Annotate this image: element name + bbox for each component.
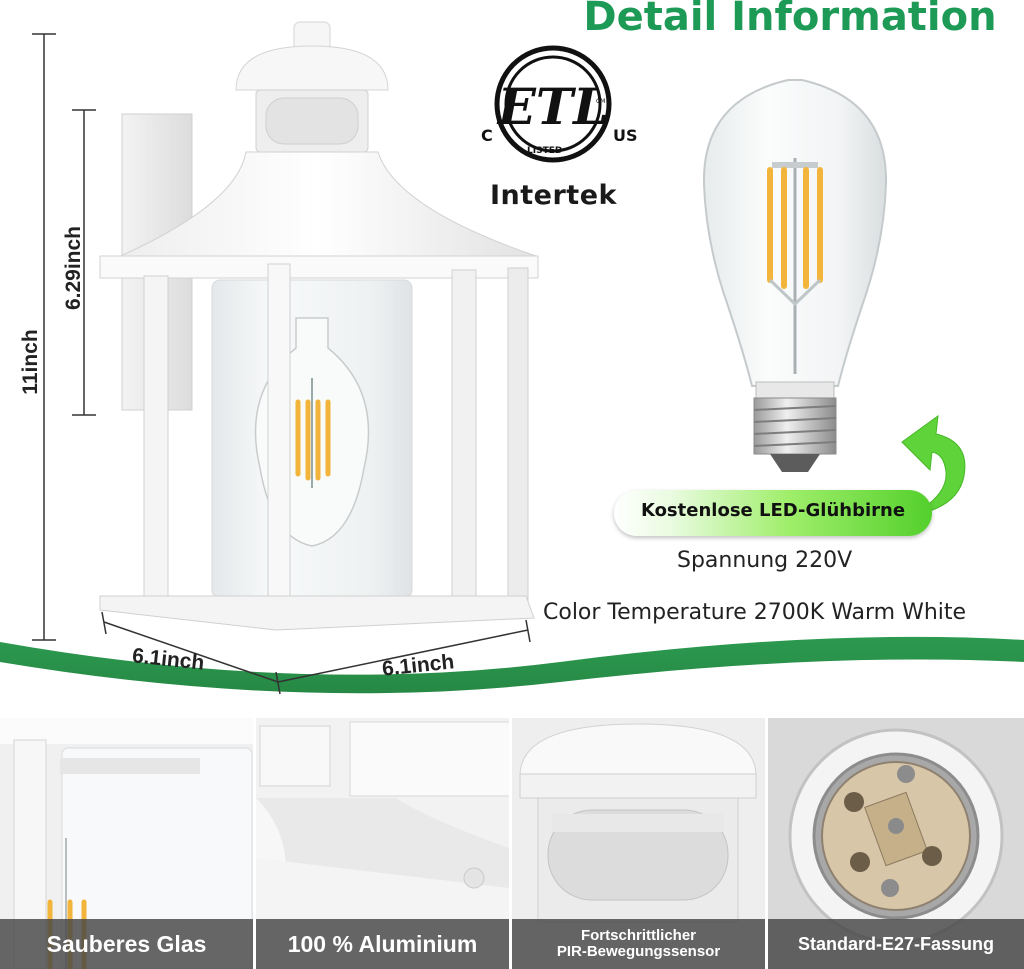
height-cage-label: 6.29inch <box>62 225 85 311</box>
etl-listed-label: LISTED <box>527 146 563 156</box>
detail-caption-sensor: Fortschrittlicher PIR-Bewegungssensor <box>512 919 765 969</box>
height-total-label: 11inch <box>19 329 42 395</box>
detail-panel-sensor: Fortschrittlicher PIR-Bewegungssensor <box>512 718 765 969</box>
detail-caption-socket: Standard-E27-Fassung <box>768 919 1024 969</box>
etl-logo: ETL <box>494 45 612 163</box>
etl-mark: ETL <box>496 77 608 136</box>
product-detail-section: Detail Information 11inch 6.29inch 6.1in… <box>0 0 1024 720</box>
detail-caption-aluminium: 100 % Aluminium <box>256 919 509 969</box>
lantern-image <box>99 21 539 631</box>
detail-panel-aluminium: 100 % Aluminium <box>256 718 509 969</box>
detail-panel-glass: Sauberes Glas <box>0 718 253 969</box>
etl-right-code: US <box>613 126 638 145</box>
free-bulb-badge-label: Kostenlose LED-Glühbirne <box>640 500 906 521</box>
dimension-lines <box>32 33 531 695</box>
detail-caption-glass: Sauberes Glas <box>0 919 253 969</box>
etl-left-code: C <box>481 126 493 145</box>
led-bulb-image <box>702 79 888 472</box>
etl-small-mark: CM <box>596 98 606 105</box>
detail-panel-socket: Standard-E27-Fassung <box>768 718 1024 969</box>
color-temperature-spec: Color Temperature 2700K Warm White <box>543 600 967 625</box>
intertek-brand: Intertek <box>490 180 617 211</box>
voltage-spec: Spannung 220V <box>677 548 853 573</box>
free-bulb-badge <box>614 490 932 536</box>
page-title: Detail Information <box>583 0 997 40</box>
green-wave-band <box>0 636 1024 720</box>
